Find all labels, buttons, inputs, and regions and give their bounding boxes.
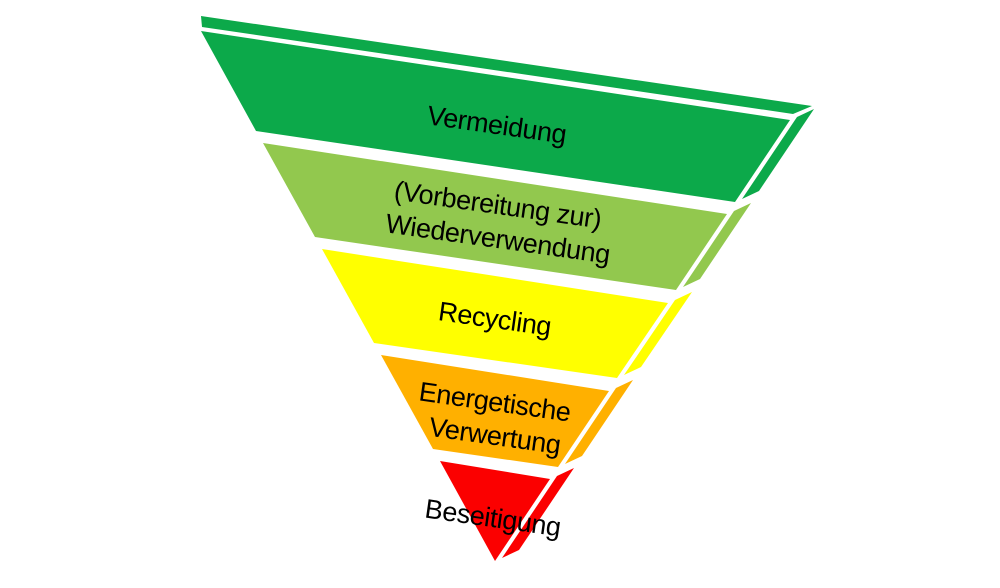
level-beseitigung-front: [440, 461, 550, 561]
level-vermeidung-side: [742, 109, 814, 199]
pyramid-top-bevel: [201, 16, 812, 114]
level-vermeidung-front: [201, 31, 790, 202]
level-wiederverwendung-side: [683, 203, 751, 287]
level-beseitigung-side: [502, 468, 574, 558]
level-recycling-side: [624, 292, 692, 375]
level-wiederverwendung-front: [263, 143, 727, 290]
level-recycling-front: [322, 249, 668, 378]
level-energetische-verwertung-front: [381, 355, 609, 467]
level-energetische-verwertung-side: [565, 380, 633, 464]
